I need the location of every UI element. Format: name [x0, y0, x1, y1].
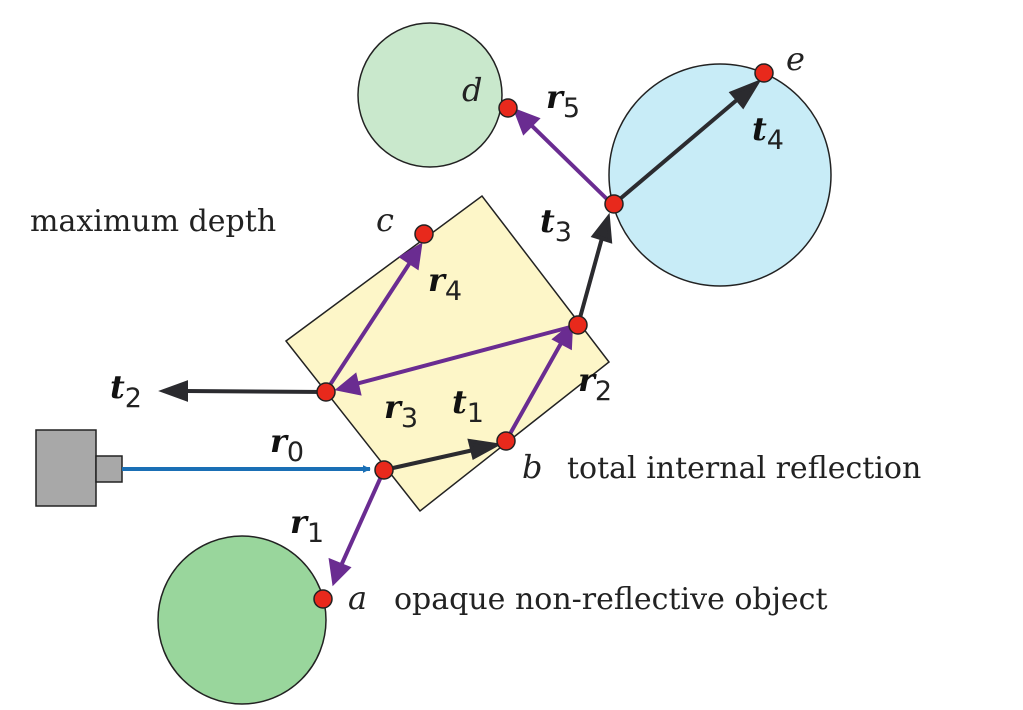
desc-c: maximum depth	[30, 204, 276, 239]
reflected-rays	[324, 107, 614, 587]
desc-a: opaque non-reflective object	[394, 582, 828, 617]
ray-t3	[576, 212, 613, 326]
label-b: b	[522, 448, 542, 486]
glass-block	[284, 194, 611, 513]
point-b	[496, 431, 516, 451]
intersection-points	[313, 63, 774, 609]
point-c	[414, 224, 434, 244]
label-r3: r3	[384, 388, 418, 434]
label-r1: r1	[290, 503, 324, 549]
camera-icon	[35, 429, 123, 507]
shapes	[157, 22, 832, 705]
transmitted-rays	[158, 78, 762, 472]
ray-r4	[324, 242, 423, 393]
ray-r3	[334, 323, 579, 396]
ray-r2	[504, 321, 574, 442]
label-a: a	[348, 579, 367, 617]
point-exit	[604, 194, 624, 214]
label-r4: r4	[428, 261, 462, 307]
label-c: c	[376, 201, 394, 239]
label-r2: r2	[578, 361, 612, 407]
ray-t2	[158, 380, 327, 402]
point-r3-end	[316, 382, 336, 402]
label-r0: r0	[270, 422, 304, 468]
label-t3: t3	[540, 202, 572, 248]
point-a	[313, 589, 333, 609]
sphere-e	[608, 63, 832, 287]
point-d	[498, 98, 518, 118]
point-entry	[374, 460, 394, 480]
sphere-d	[357, 22, 503, 168]
point-r2-end	[568, 315, 588, 335]
label-t4: t4	[752, 110, 784, 156]
ray-t4	[612, 78, 762, 206]
ray-r1	[328, 469, 386, 587]
label-t2: t2	[110, 368, 142, 414]
label-r5: r5	[546, 78, 580, 124]
point-e	[754, 63, 774, 83]
ray-r5	[512, 107, 614, 206]
label-e: e	[786, 40, 805, 78]
label-d: d	[462, 71, 482, 109]
desc-b: total internal reflection	[567, 451, 921, 486]
sphere-a	[157, 535, 327, 705]
label-t1: t1	[452, 383, 484, 429]
ray-t1	[383, 438, 503, 472]
